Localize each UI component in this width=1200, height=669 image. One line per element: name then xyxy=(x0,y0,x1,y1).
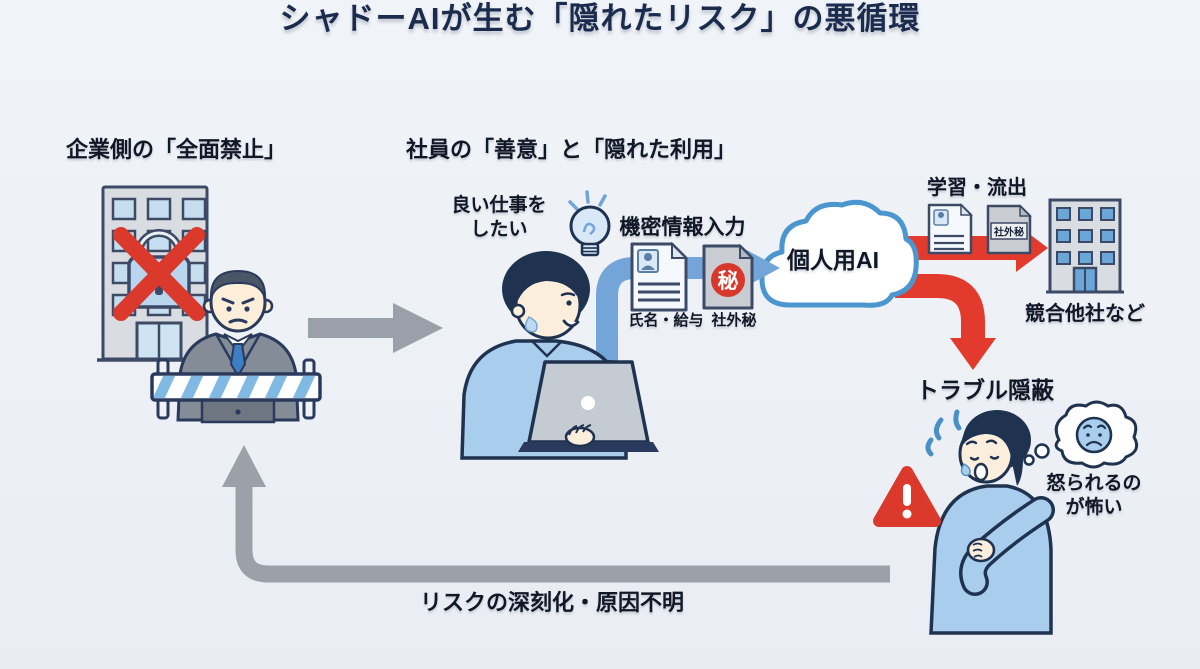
worried-employee-figure xyxy=(873,400,1139,635)
lightbulb-icon xyxy=(568,190,611,257)
desire-text: 良い仕事を したい xyxy=(436,194,562,242)
leaked-docs-group: 社外秘 xyxy=(927,203,1032,255)
section-label-employee-use: 社員の「善意」と「隠れた利用」 xyxy=(406,137,737,162)
document-confidential-icon: 秘 xyxy=(702,243,755,310)
doc-personal-caption: 氏名・給与 xyxy=(628,312,704,329)
trouble-label: トラブル隠蔽 xyxy=(916,377,1054,403)
ban-cross-icon xyxy=(113,227,205,321)
confidential-docs-group: 秘 xyxy=(630,241,755,312)
typing-hand xyxy=(564,424,596,448)
loop-label: リスクの深刻化・原因不明 xyxy=(420,590,685,615)
fear-line1: 怒られるの xyxy=(1046,473,1142,494)
fear-text: 怒られるの が怖い xyxy=(1030,472,1158,520)
cloud-label: 個人用AI xyxy=(787,247,879,273)
sweat-drop-icon xyxy=(524,316,538,333)
competitor-building-icon xyxy=(1046,198,1124,294)
angry-face xyxy=(221,297,255,324)
page-title: シャドーAIが生む「隠れたリスク」の悪循環 xyxy=(279,1,921,36)
competitor-label: 競合他社など xyxy=(1025,303,1145,325)
fear-line2: が怖い xyxy=(1065,496,1123,518)
leaked-document-secret-icon: 社外秘 xyxy=(986,204,1032,255)
document-personal-icon xyxy=(630,241,689,312)
desire-line1: 良い仕事を xyxy=(451,195,547,216)
warning-triangle-icon xyxy=(873,466,941,527)
fist-hand xyxy=(966,537,996,563)
thought-bubble xyxy=(1023,400,1139,469)
trouble-arrow xyxy=(895,274,996,370)
manager-figure xyxy=(150,269,322,424)
sweat-splash-icons xyxy=(925,409,962,457)
section-label-company-ban: 企業側の「全面禁止」 xyxy=(66,137,287,162)
barrier-icon xyxy=(150,358,322,424)
leaked-document-personal-icon xyxy=(927,203,973,255)
sad-face-icon xyxy=(1075,416,1113,454)
worried-face xyxy=(965,439,1000,461)
employee-figure xyxy=(460,251,659,460)
flow-arrow-company-to-employee xyxy=(308,303,443,353)
laptop-icon xyxy=(518,360,659,452)
loop-arrow xyxy=(222,445,890,583)
desire-line2: したい xyxy=(470,218,528,240)
leaked-doc-stamp-text: 社外秘 xyxy=(993,226,1024,239)
input-label: 機密情報入力 xyxy=(619,216,746,239)
doc-secret-caption: 社外秘 xyxy=(711,312,757,329)
cheek-sweat-icon xyxy=(960,463,971,477)
secret-stamp-text: 秘 xyxy=(718,269,739,293)
leak-label: 学習・流出 xyxy=(927,177,1027,199)
company-building-icon xyxy=(97,185,221,362)
personal-ai-cloud xyxy=(759,199,919,308)
